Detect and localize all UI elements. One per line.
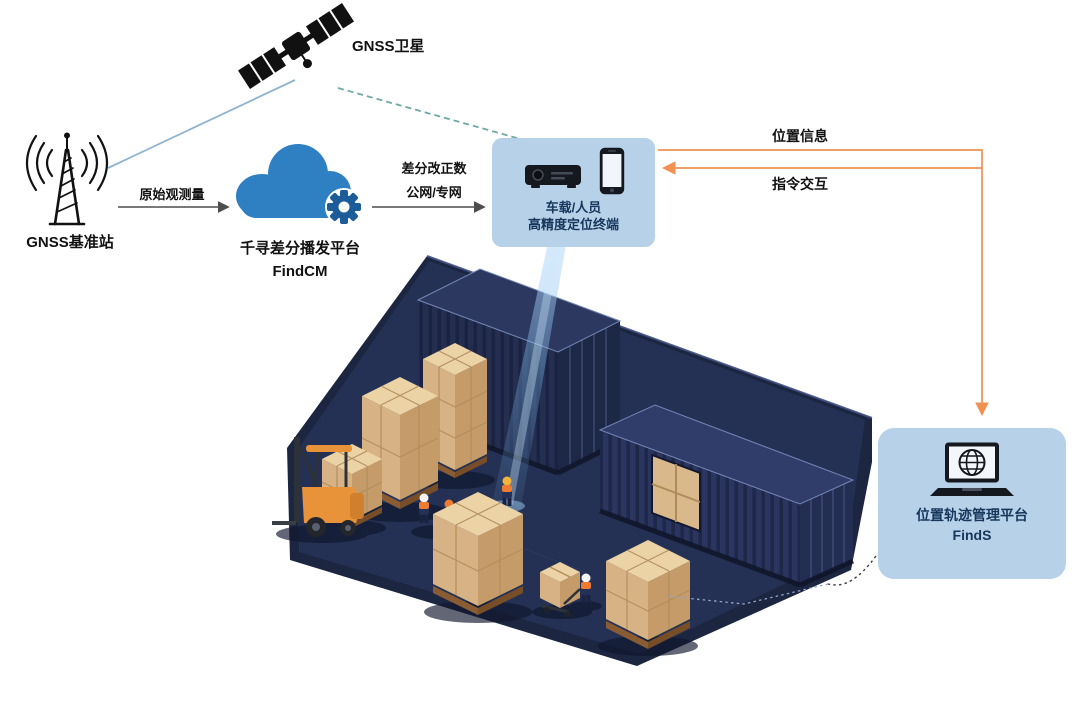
- link-label-corrections: 差分改正数 公网/专网: [381, 157, 487, 205]
- pallet-b: [605, 540, 691, 649]
- gear-shape: [325, 188, 363, 226]
- carton-cube: [540, 562, 580, 617]
- container-open-door: [651, 453, 701, 533]
- terminal-label-line2: 高精度定位终端: [527, 217, 619, 232]
- link-label-position-info: 位置信息: [772, 128, 828, 144]
- link-position-info: [658, 149, 989, 417]
- cloud-platform-product: FindCM: [272, 262, 328, 280]
- trajectory-dots: [665, 555, 877, 605]
- warehouse-scene: [272, 238, 877, 666]
- link-satellite-to-base: [107, 79, 296, 169]
- terminal-panel: 车载/人员 高精度定位终端: [492, 138, 655, 247]
- cloud-shape: [236, 144, 351, 218]
- corrections-line2: 公网/专网: [406, 185, 462, 201]
- cloud-gear-icon: [236, 144, 363, 226]
- worker-1: [419, 493, 429, 523]
- smartphone-icon: [599, 147, 624, 195]
- laptop-globe-icon: [930, 442, 1014, 496]
- container-2: [598, 404, 855, 588]
- link-label-raw-observation: 原始观测量: [139, 187, 205, 202]
- satellite-icon: [238, 3, 354, 89]
- management-platform-panel: 位置轨迹管理平台 FindS: [878, 428, 1066, 579]
- worker-pallet-jack: [563, 573, 591, 605]
- radio-tower-icon: [25, 132, 109, 226]
- link-satellite-to-terminal: [337, 87, 525, 141]
- terminal-label-line1: 车载/人员: [545, 200, 602, 215]
- cloud-platform-label: 千寻差分播发平台 FindCM: [210, 238, 390, 283]
- link-label-command: 指令交互: [772, 176, 828, 192]
- platform-product: FindS: [952, 527, 992, 543]
- corrections-line1: 差分改正数: [401, 161, 467, 176]
- pallet-a: [432, 492, 524, 615]
- pallet-stack-2: [422, 343, 488, 478]
- worker-beam-target: [502, 476, 512, 506]
- platform-labels: 位置轨迹管理平台 FindS: [916, 505, 1028, 545]
- pallet-stack-1: [361, 377, 439, 509]
- cloud-platform-name: 千寻差分播发平台: [239, 240, 360, 257]
- satellite-label: GNSS卫星: [352, 38, 425, 55]
- terminal-labels: 车载/人员 高精度定位终端: [528, 199, 619, 233]
- forklift: [272, 437, 364, 537]
- base-station-label: GNSS基准站: [26, 234, 114, 251]
- terminal-icons: [523, 147, 625, 195]
- platform-name: 位置轨迹管理平台: [916, 507, 1028, 523]
- vehicle-terminal-icon: [524, 165, 581, 188]
